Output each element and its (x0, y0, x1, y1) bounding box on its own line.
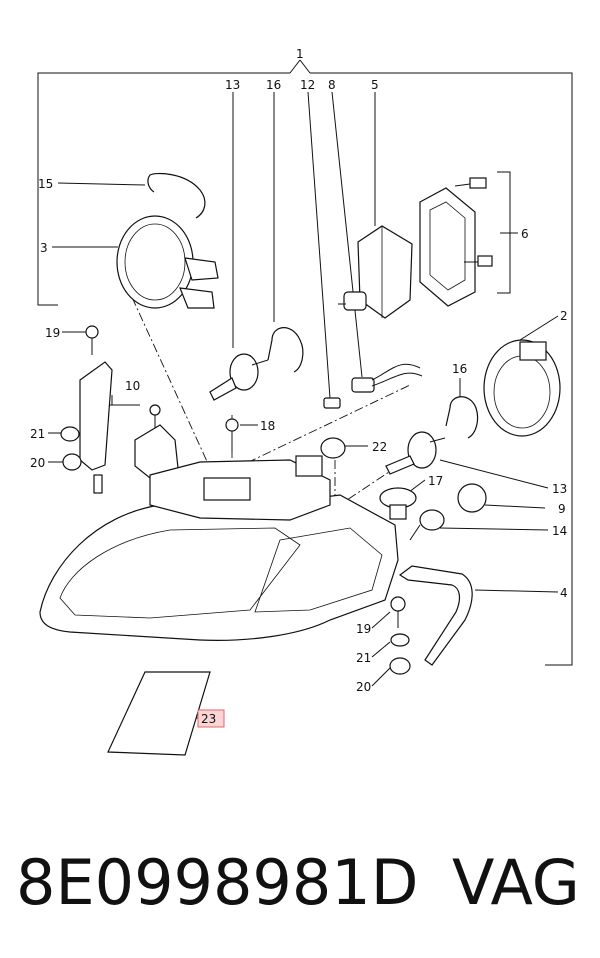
bulb-clip-lower (445, 396, 479, 439)
bulb-h7-upper (209, 353, 269, 401)
headlight-housing (39, 455, 399, 641)
side-bulb-holder (409, 483, 487, 541)
callout-13-right: 13 (552, 482, 567, 496)
cover-cap (483, 339, 561, 437)
wiring-connector (323, 363, 423, 409)
callout-19-right: 19 (356, 622, 371, 636)
fasteners-right (389, 596, 411, 675)
callout-19-left: 19 (45, 326, 60, 340)
callout-20-left: 20 (30, 456, 45, 470)
part-caption: 8E0998981D VAG (0, 838, 600, 938)
control-unit (419, 177, 493, 307)
callout-9: 9 (558, 502, 566, 516)
callout-10: 10 (125, 379, 140, 393)
callout-5: 5 (371, 78, 379, 92)
callout-labels: 1 13 16 12 8 5 15 6 3 2 19 16 10 18 21 2… (30, 47, 568, 726)
leader-lines (48, 91, 559, 719)
callout-6: 6 (521, 227, 529, 241)
seal-strip (398, 565, 473, 666)
callout-20-right: 20 (356, 680, 371, 694)
bulb-h7-lower (385, 431, 446, 475)
headlight-exploded-diagram: 1 13 16 12 8 5 15 6 3 2 19 16 10 18 21 2… (30, 47, 573, 756)
callout-15: 15 (38, 177, 53, 191)
assembly-bracket (37, 59, 573, 666)
callout-21-left: 21 (30, 427, 45, 441)
callout-21-right: 21 (356, 651, 371, 665)
bulb-socket (379, 487, 417, 520)
bulb-clip-upper (267, 327, 304, 373)
grommet-cap (320, 437, 346, 459)
callout-16-right: 16 (452, 362, 467, 376)
brand-name: VAG (452, 846, 580, 919)
label-sheet (107, 671, 211, 756)
callout-8: 8 (328, 78, 336, 92)
callout-16-top: 16 (266, 78, 281, 92)
spring-clip (147, 172, 206, 219)
part-number: 8E0998981D (16, 846, 419, 919)
callout-3: 3 (40, 241, 48, 255)
callout-14: 14 (552, 524, 567, 538)
callout-12: 12 (300, 78, 315, 92)
callout-2: 2 (560, 309, 568, 323)
mounting-bracket-left (60, 325, 239, 494)
callout-13-top: 13 (225, 78, 240, 92)
callout-18: 18 (260, 419, 275, 433)
lens-cover (116, 215, 219, 309)
highlight-box-23 (197, 709, 225, 728)
callout-4: 4 (560, 586, 568, 600)
leveling-motor (338, 225, 413, 319)
callout-1: 1 (296, 47, 304, 61)
callout-23: 23 (201, 712, 216, 726)
callout-17: 17 (428, 474, 443, 488)
callout-22: 22 (372, 440, 387, 454)
